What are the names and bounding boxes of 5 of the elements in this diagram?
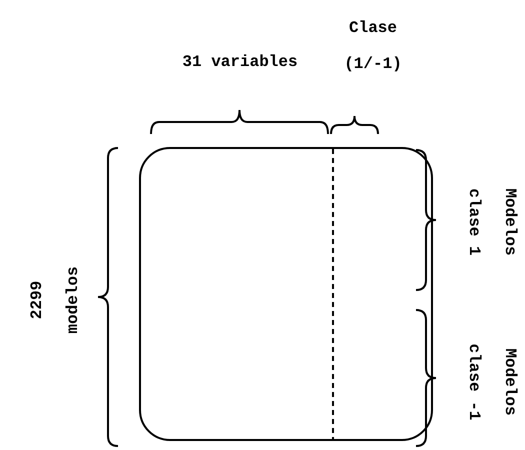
dimension-label: 31 variables [181, 52, 299, 73]
dimension-label: 2299 modelos [27, 265, 83, 336]
dimension-label: Clase (1/-1) [343, 18, 403, 75]
dimension-label: Modelos clase 1 [464, 187, 520, 258]
dimension-label: Modelos clase -1 [464, 342, 520, 422]
